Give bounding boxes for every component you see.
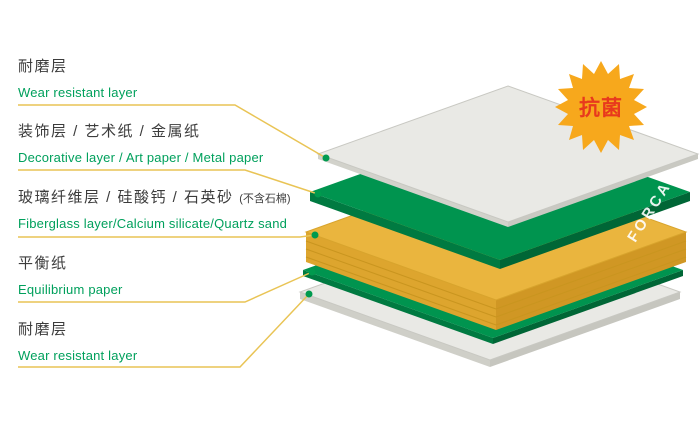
top-wear-right-face bbox=[508, 154, 698, 227]
equilibrium-right-face bbox=[493, 270, 683, 344]
leader-line-3 bbox=[18, 234, 316, 238]
leader-line-4 bbox=[18, 271, 313, 303]
label-wear-layer-bottom: 耐磨层 Wear resistant layer bbox=[18, 318, 137, 363]
core-striations bbox=[305, 240, 687, 326]
label-decorative-layer: 装饰层 / 艺术纸 / 金属纸 Decorative layer / Art p… bbox=[18, 120, 263, 165]
leader-lines bbox=[18, 104, 327, 368]
core-left-face bbox=[306, 232, 496, 330]
leader-line-5 bbox=[18, 293, 310, 368]
layer-dot-1 bbox=[322, 154, 330, 162]
bottom-wear-left-face bbox=[300, 292, 490, 367]
leader-line-2 bbox=[18, 169, 319, 195]
layer-dot-2 bbox=[314, 190, 322, 198]
label-note: (不含石棉) bbox=[239, 193, 291, 205]
label-cn: 耐磨层 bbox=[18, 321, 68, 338]
label-cn: 玻璃纤维层 / 硅酸钙 / 石英砂 (不含石棉) bbox=[18, 189, 291, 206]
label-en: Equilibrium paper bbox=[18, 282, 123, 297]
decorative-left-face bbox=[310, 192, 500, 269]
label-cn: 装饰层 / 艺术纸 / 金属纸 bbox=[18, 123, 201, 140]
badge-label: 抗菌 bbox=[579, 96, 623, 120]
layer-dot-5 bbox=[305, 290, 313, 298]
starburst-icon bbox=[555, 61, 647, 153]
top-wear-left-face bbox=[318, 154, 508, 227]
leader-dots bbox=[305, 154, 330, 298]
label-wear-layer-top: 耐磨层 Wear resistant layer bbox=[18, 55, 137, 100]
antibacterial-badge: 抗菌 bbox=[555, 61, 647, 153]
label-cn: 平衡纸 bbox=[18, 255, 68, 272]
leader-line-1 bbox=[18, 104, 327, 159]
label-equilibrium-paper: 平衡纸 Equilibrium paper bbox=[18, 252, 123, 297]
core-right-face bbox=[496, 232, 686, 330]
label-fiberglass-layer: 玻璃纤维层 / 硅酸钙 / 石英砂 (不含石棉) Fiberglass laye… bbox=[18, 186, 291, 231]
layer-dot-3 bbox=[311, 231, 319, 239]
label-cn: 耐磨层 bbox=[18, 58, 68, 75]
bottom-wear-right-face bbox=[490, 292, 680, 367]
layer-dot-4 bbox=[308, 268, 316, 276]
decorative-right-face bbox=[500, 192, 690, 269]
label-en: Wear resistant layer bbox=[18, 85, 138, 100]
label-en: Wear resistant layer bbox=[18, 348, 138, 363]
label-en: Decorative layer / Art paper / Metal pap… bbox=[18, 150, 264, 165]
equilibrium-left-face bbox=[303, 270, 493, 344]
label-en: Fiberglass layer/Calcium silicate/Quartz… bbox=[18, 216, 288, 231]
